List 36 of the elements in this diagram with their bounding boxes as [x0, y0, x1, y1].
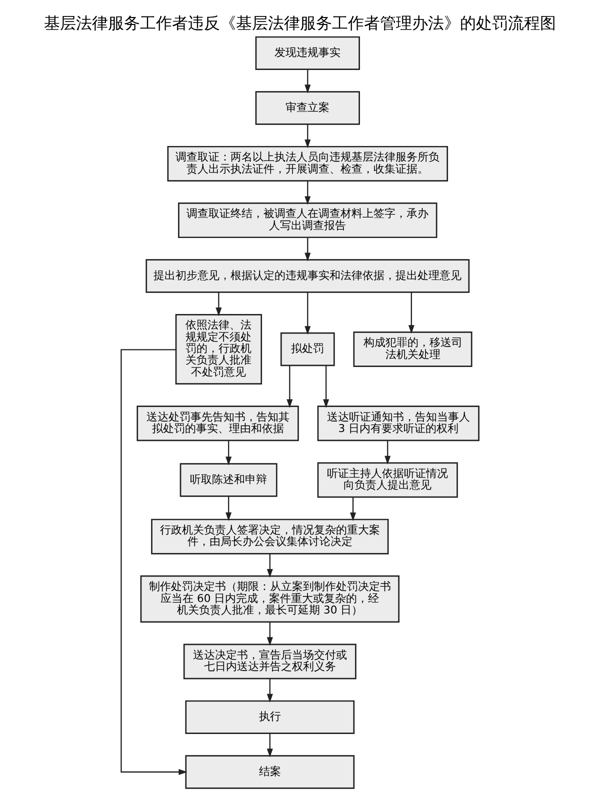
arrow	[408, 292, 414, 334]
node-box: 提出初步意见，根据认定的违规事实和法律依据，提出处理意见	[146, 259, 470, 293]
node-box: 调查取证终结，被调查人在调查材料上签字，承办人写出调查报告	[178, 202, 438, 238]
node-box: 行政机关负责人签署决定，情况复杂的重大案件，由局长办公会议集体讨论决定	[151, 518, 389, 554]
arrow	[216, 292, 222, 316]
node-box: 拟处罚	[280, 332, 335, 366]
arrow	[266, 678, 273, 703]
arrow	[304, 180, 311, 205]
node-box: 发现违规事实	[255, 36, 360, 70]
node-box: 构成犯罪的，移送司法机关处理	[353, 332, 472, 367]
node-box: 听证主持人依据听证情况向负责人提出意见	[317, 462, 458, 498]
arrow	[226, 496, 232, 522]
arrow	[304, 238, 311, 262]
node-box: 结案	[185, 755, 355, 789]
node-box: 送达决定书，宣告后当场交付或七日内送达并告之权利义务	[183, 644, 356, 680]
arrow	[286, 366, 293, 408]
arrow	[266, 554, 273, 578]
node-box: 依照法律、法规规定不须处罚的，行政机关负责人批准不处罚意见	[175, 314, 262, 384]
node-box: 审查立案	[255, 91, 360, 125]
arrow	[266, 622, 273, 646]
diagram-title: 基层法律服务工作者违反《基层法律服务工作者管理办法》的处罚流程图	[44, 13, 556, 32]
node-box: 送达处罚事先告知书，告知其拟处罚的事实、理由和依据	[136, 406, 299, 442]
arrow	[226, 440, 232, 466]
arrow	[384, 440, 391, 465]
arrow	[304, 124, 311, 148]
arrow	[304, 292, 311, 335]
node-box: 送达听证通知书，告知当事人 3 日内有要求听证的权利	[317, 406, 480, 442]
node-box: 制作处罚决定书（期限：从立案到制作处罚决定书应当在 60 日内完成，案件重大或复杂的，经机关负责人批准，最长可延期 30 日）	[140, 575, 400, 623]
arrow	[304, 70, 311, 94]
arrow	[323, 366, 330, 408]
node-box: 执行	[185, 700, 355, 734]
arrow	[350, 497, 356, 522]
arrow	[120, 349, 188, 775]
node-box: 听取陈述和申辩	[180, 463, 278, 497]
arrow	[266, 734, 273, 758]
node-box: 调查取证：两名以上执法人员向违规基层法律服务所负责人出示执法证件，开展调查、检查，收集证据。	[167, 146, 448, 182]
